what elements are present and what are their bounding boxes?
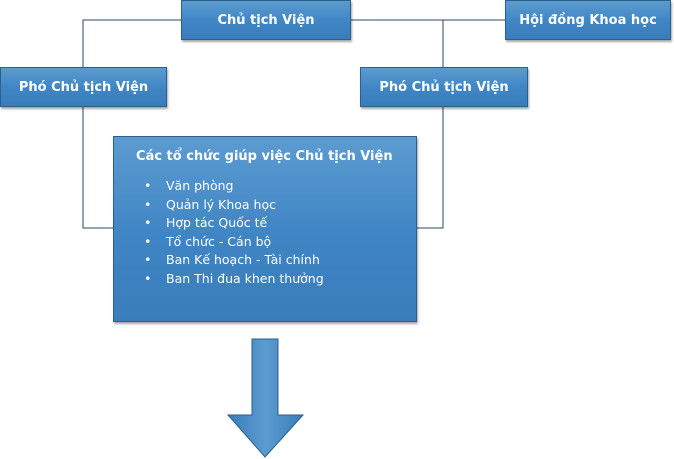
support-item: • Ban Thi đua khen thưởng [144, 270, 416, 289]
node-vice-left-label: Phó Chủ tịch Viện [18, 79, 149, 95]
support-item-label: Ban Thi đua khen thưởng [166, 270, 324, 286]
node-vice-right-label: Phó Chủ tịch Viện [379, 79, 509, 95]
support-item-label: Hợp tác Quốc tế [166, 215, 268, 230]
support-item: • Văn phòng [144, 177, 416, 196]
edge-vice-left-support [82, 107, 113, 229]
node-chairman: Chủ tịch Viện [181, 0, 351, 40]
support-item-label: Tổ chức - Cán bộ [166, 233, 272, 249]
bullet-icon: • [144, 196, 152, 212]
support-item: • Tổ chức - Cán bộ [144, 233, 416, 252]
bullet-icon: • [144, 215, 152, 230]
node-vice-chairman-left: Phó Chủ tịch Viện [0, 67, 167, 107]
bullet-icon: • [144, 178, 152, 193]
support-list: • Văn phòng • Quản lý Khoa học • Hợp tác Qu… [136, 177, 416, 288]
down-arrow-icon [226, 338, 305, 458]
support-item: • Hợp tác Quốc tế [144, 214, 416, 233]
bullet-icon: • [144, 270, 152, 286]
bullet-icon: • [144, 233, 152, 249]
support-item-label: Ban Kế hoạch - Tài chính [166, 252, 320, 267]
node-chairman-label: Chủ tịch Viện [217, 12, 315, 28]
node-scientific-council: Hội đồng Khoa học [505, 0, 671, 40]
node-support-organizations: Các tổ chức giúp việc Chủ tịch Viện • Văn… [113, 136, 417, 322]
support-title: Các tổ chức giúp việc Chủ tịch Viện [136, 149, 393, 164]
node-council-label: Hội đồng Khoa học [519, 12, 657, 28]
bullet-icon: • [144, 252, 152, 267]
support-item: • Ban Kế hoạch - Tài chính [144, 251, 416, 270]
edge-vice-right-support [417, 107, 444, 229]
support-item-label: Quản lý Khoa học [166, 196, 277, 212]
edge-chairman-vice-left [82, 19, 181, 67]
support-item-label: Văn phòng [166, 178, 234, 193]
support-item: • Quản lý Khoa học [144, 196, 416, 215]
node-vice-chairman-right: Phó Chủ tịch Viện [360, 67, 528, 107]
